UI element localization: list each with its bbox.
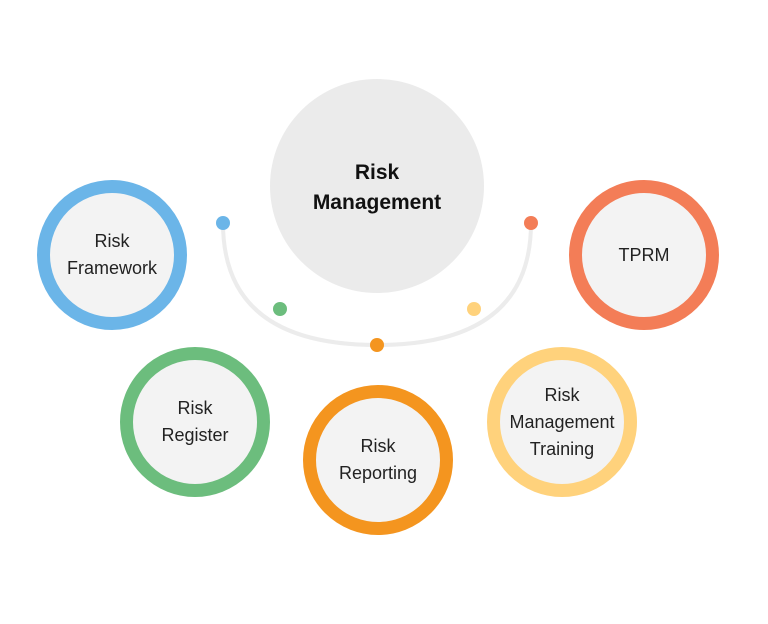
blue-dot — [216, 216, 230, 230]
risk-framework-node: Risk Framework — [37, 180, 187, 330]
orange-dot — [370, 338, 384, 352]
tprm-node: TPRM — [569, 180, 719, 330]
risk-register-label: Risk Register — [161, 398, 229, 445]
yellow-dot — [467, 302, 481, 316]
red-dot — [524, 216, 538, 230]
center-circle: Risk Management — [270, 79, 484, 293]
center-label: Risk Management — [312, 161, 442, 214]
risk-management-training-label: Risk Management Training — [509, 384, 615, 459]
risk-reporting-node: Risk Reporting — [303, 385, 453, 535]
risk-framework-label: Risk Framework — [66, 231, 157, 278]
tprm-label: TPRM — [618, 244, 670, 265]
risk-management-training-node: Risk Management Training — [487, 347, 637, 497]
risk-reporting-label: Risk Reporting — [338, 436, 418, 483]
risk-register-node: Risk Register — [120, 347, 270, 497]
green-dot — [273, 302, 287, 316]
